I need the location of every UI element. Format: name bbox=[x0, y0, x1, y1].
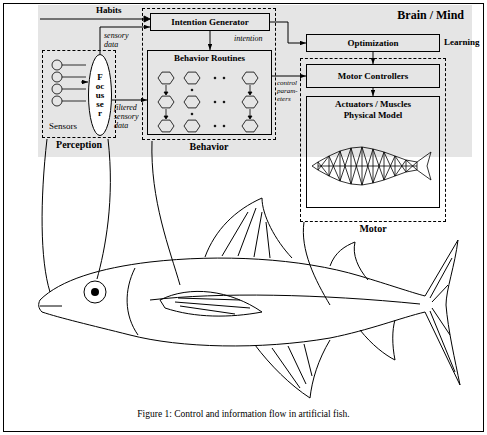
process-box: Optimization bbox=[306, 34, 440, 52]
behavior-group: BehaviorIntention GeneratorBehavior Rout… bbox=[142, 8, 276, 140]
muscle-spring bbox=[362, 183, 373, 185]
node-title: Intention Generator bbox=[171, 17, 249, 28]
node-title: Sensors bbox=[49, 121, 77, 132]
node-title: Focusser bbox=[96, 73, 105, 118]
fish-eye bbox=[84, 281, 106, 303]
process-box: Intention Generator bbox=[150, 13, 270, 31]
muscle-spring bbox=[318, 166, 329, 167]
fish-body bbox=[39, 198, 460, 398]
annotation-label: Habits bbox=[96, 5, 122, 16]
node-title: Behavior bbox=[143, 141, 275, 153]
figure-caption: Figure 1: Control and information flow i… bbox=[0, 408, 487, 420]
signal-label: filtered sensory data bbox=[114, 103, 142, 130]
node-title: Actuators / Muscles bbox=[335, 99, 411, 110]
node-title: Optimization bbox=[348, 38, 399, 49]
fish-pupil bbox=[91, 288, 99, 296]
node-title: Motor Controllers bbox=[338, 71, 408, 82]
node-title: Perception bbox=[43, 139, 115, 151]
signal-label: sensory data bbox=[104, 31, 136, 49]
sensor-array: Sensors bbox=[45, 56, 81, 132]
node-title: Motor bbox=[301, 223, 445, 235]
annotation-label: Learning bbox=[444, 37, 480, 48]
muscle-spring bbox=[318, 170, 329, 176]
brain-region: Brain / MindPerceptionSensorsFocusserBeh… bbox=[38, 5, 472, 157]
muscle-spring bbox=[406, 166, 417, 167]
node-title: Behavior Routines bbox=[174, 53, 245, 64]
process-box: Behavior Routines bbox=[147, 50, 272, 135]
muscle-spring bbox=[340, 181, 351, 184]
muscle-spring bbox=[384, 156, 395, 180]
muscle-spring bbox=[406, 162, 417, 172]
signal-label: control param- eters bbox=[277, 79, 299, 103]
muscle-spring bbox=[318, 156, 329, 170]
muscle-spring bbox=[318, 162, 329, 176]
muscle-spring bbox=[384, 166, 395, 167]
node-subtitle: Physical Model bbox=[344, 110, 403, 121]
muscle-spring bbox=[373, 180, 384, 183]
muscle-spring bbox=[406, 160, 417, 170]
perception-group: PerceptionSensorsFocusser bbox=[42, 50, 116, 138]
ellipse-shape bbox=[89, 55, 112, 136]
muscle-spring bbox=[329, 156, 340, 181]
muscle-spring bbox=[417, 162, 418, 170]
process-box: Motor Controllers bbox=[306, 64, 440, 88]
muscle-spring bbox=[395, 160, 406, 176]
leader-lines bbox=[42, 139, 330, 305]
muscle-spring bbox=[395, 156, 406, 172]
muscle-spring bbox=[395, 166, 406, 167]
process-box: Actuators / MusclesPhysical Model bbox=[306, 96, 440, 208]
focusser-ellipse: Focusser bbox=[88, 54, 112, 136]
motor-group: MotorMotor ControllersActuators / Muscle… bbox=[300, 58, 446, 222]
figure-frame bbox=[4, 4, 484, 432]
muscle-spring bbox=[329, 166, 340, 167]
muscle-spring bbox=[351, 184, 362, 185]
node-title: Brain / Mind bbox=[397, 8, 464, 22]
signal-label: intention bbox=[234, 34, 270, 43]
mesh-head bbox=[312, 162, 318, 170]
